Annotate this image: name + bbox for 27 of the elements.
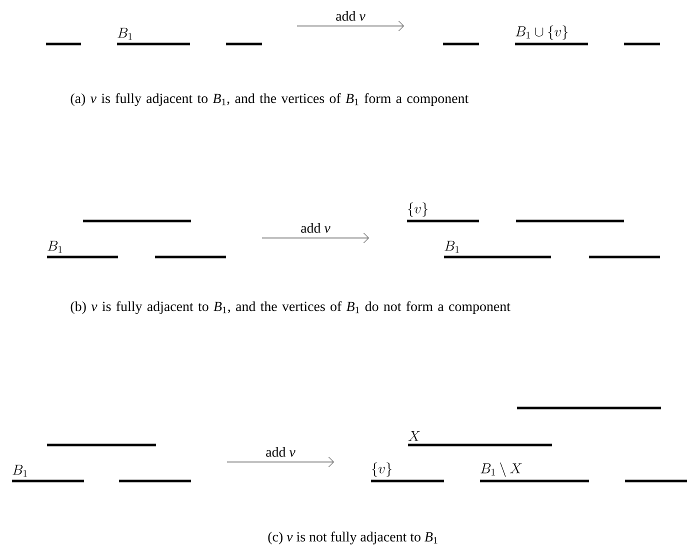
interval-bar bbox=[625, 480, 687, 482]
interval-bar bbox=[517, 406, 661, 410]
step-label: add v bbox=[301, 222, 330, 233]
interval-bar bbox=[516, 220, 624, 222]
interval-bar bbox=[155, 256, 226, 258]
interval-label: $B_1 \setminus X$ bbox=[480, 462, 522, 477]
step-label: add v bbox=[266, 446, 296, 457]
interval-label: $B_1 \cup \{v\}$ bbox=[516, 25, 568, 40]
step-label: add v bbox=[336, 10, 366, 21]
interval-label: $B_1$ bbox=[118, 28, 132, 40]
interval-bar bbox=[83, 220, 191, 222]
interval-label: $\{v\}$ bbox=[372, 462, 392, 477]
interval-bar bbox=[443, 42, 479, 46]
interval-label: $\{v\}$ bbox=[408, 202, 428, 217]
subfigure-caption: (a) v is fully adjacent to B$_{1}$, and the vertices of B$_{1}$ form a component bbox=[70, 93, 469, 106]
interval-label: $X$ bbox=[408, 431, 420, 441]
interval-label: $B_1$ bbox=[444, 240, 459, 253]
subfigure-caption: (c) v is not fully adjacent to B$_{1}$ bbox=[268, 532, 438, 544]
interval-bar bbox=[589, 256, 660, 258]
interval-bar bbox=[119, 480, 191, 482]
interval-label: $B_1$ bbox=[48, 240, 62, 253]
interval-label: $B_1$ bbox=[12, 464, 27, 477]
subfigure-caption: (b) v is fully adjacent to B$_{1}$, and the vertices of B$_{1}$ do not form a component bbox=[70, 301, 510, 314]
interval-bar bbox=[624, 42, 660, 46]
interval-bar bbox=[46, 42, 81, 46]
interval-bar bbox=[47, 444, 156, 446]
interval-bar bbox=[226, 42, 262, 46]
